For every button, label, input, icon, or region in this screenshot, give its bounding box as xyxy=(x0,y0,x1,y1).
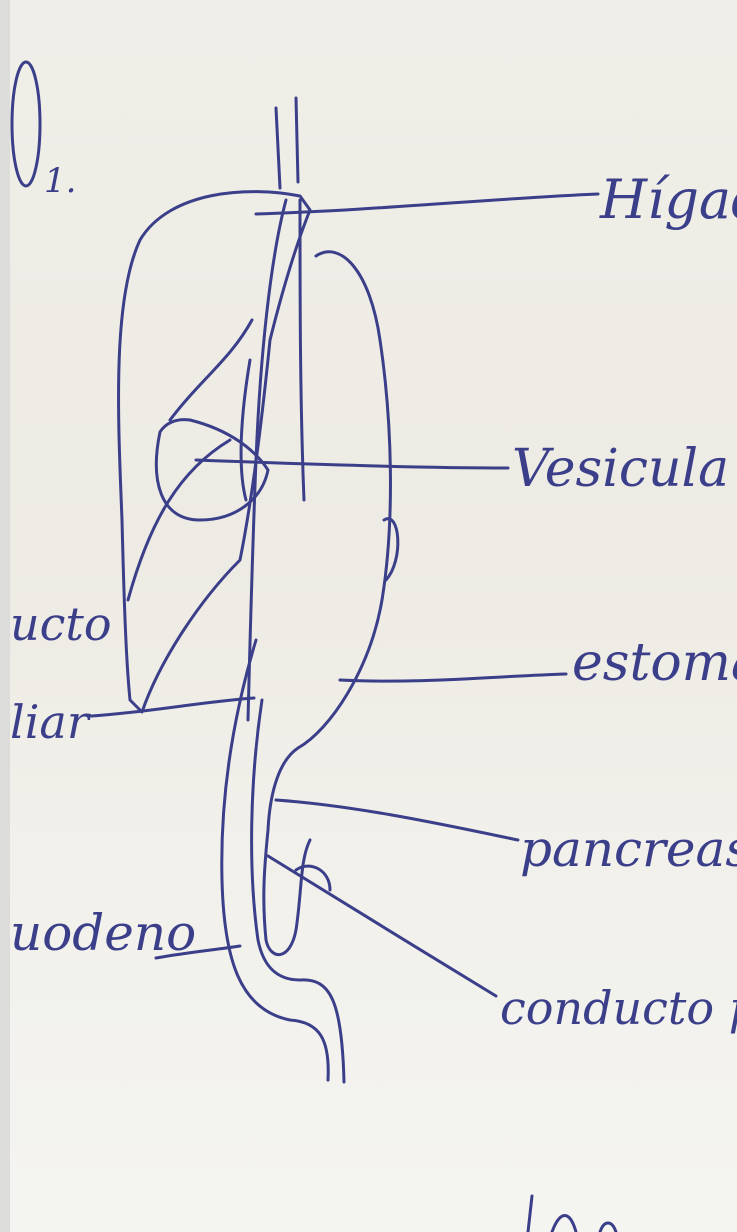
label-duodeno: uodeno xyxy=(10,904,196,962)
label-vesicula-biliar: Vesicula Bilio xyxy=(512,439,737,499)
esophagus-drawing xyxy=(276,98,298,188)
label-conducto-biliar-line2: liar xyxy=(10,695,92,749)
label-conducto-pancreatico: conducto panc xyxy=(500,981,737,1035)
item-number: 1. xyxy=(12,62,76,201)
leader-line-conducto-pancreatico xyxy=(268,856,496,996)
circled-number-outline xyxy=(12,62,40,186)
stomach-outline xyxy=(264,252,391,955)
labels: Hígado Vesicula Bilio estomago pancreas … xyxy=(10,168,737,1035)
leader-line-vesicula xyxy=(196,460,508,468)
gallbladder-outline xyxy=(156,420,268,520)
item-number-text: 1. xyxy=(44,161,76,201)
label-pancreas: pancreas xyxy=(520,820,737,878)
cut-off-handwriting xyxy=(528,1196,616,1232)
photo-left-border xyxy=(0,0,10,1232)
bile-ducts xyxy=(241,200,304,720)
photo-of-handwritten-diagram: 1. Hígado Vesicula Bilio estomago pancre… xyxy=(10,0,737,1232)
label-conducto-biliar-line1: ucto xyxy=(10,597,112,651)
leader-line-estomago xyxy=(340,674,566,681)
label-higado: Hígado xyxy=(599,168,737,231)
leader-line-pancreas xyxy=(276,800,518,840)
label-estomago: estomago xyxy=(572,633,737,693)
leader-line-conducto-biliar xyxy=(92,698,254,716)
anatomy-drawing: 1. Hígado Vesicula Bilio estomago pancre… xyxy=(10,0,737,1232)
